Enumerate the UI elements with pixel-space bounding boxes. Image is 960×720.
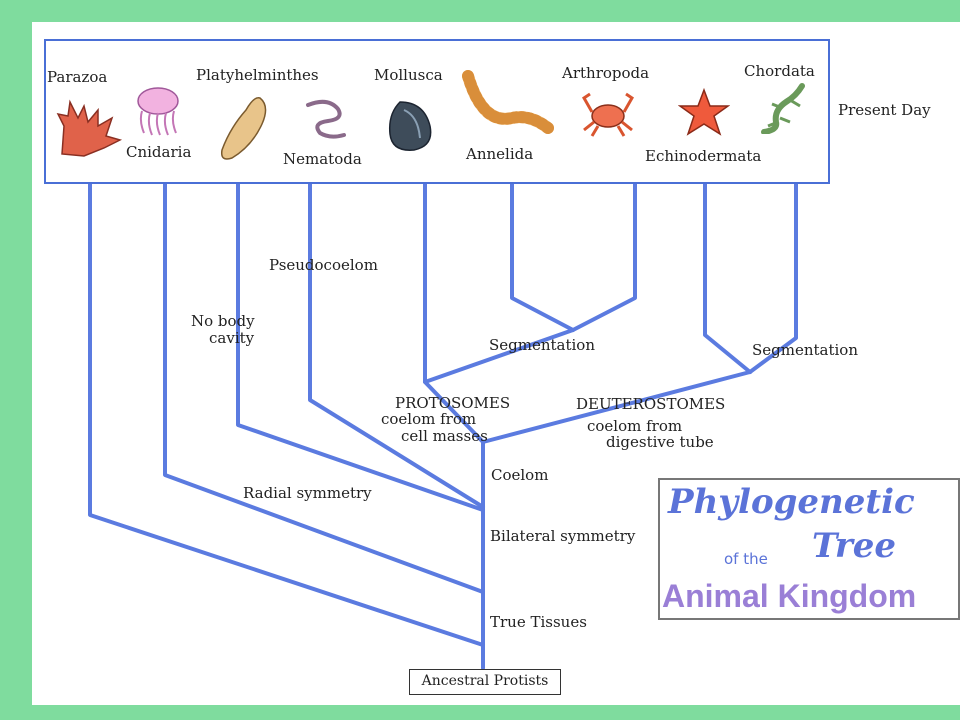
title-line-3: Tree xyxy=(812,526,897,566)
label-echinodermata: Echinodermata xyxy=(645,147,762,165)
label-protostomes-note-1: coelom from xyxy=(381,410,477,428)
branch-segmentation-protostome xyxy=(423,328,575,384)
label-chordata: Chordata xyxy=(744,62,815,80)
present-day-box xyxy=(44,39,830,184)
label-nematoda: Nematoda xyxy=(283,150,362,168)
label-annelida: Annelida xyxy=(466,145,534,163)
label-deuterostomes: DEUTEROSTOMES xyxy=(576,395,726,413)
label-protostomes: PROTOSOMES xyxy=(395,394,511,412)
segmented-worm-icon xyxy=(462,70,554,134)
flatworm-icon xyxy=(220,97,267,160)
label-present-day: Present Day xyxy=(838,101,931,119)
label-bilateral-symmetry: Bilateral symmetry xyxy=(490,527,636,545)
label-cavity: cavity xyxy=(209,329,255,347)
label-radial-symmetry: Radial symmetry xyxy=(243,484,372,502)
label-segmentation-protostome: Segmentation xyxy=(489,336,596,354)
label-segmentation-deuterostome: Segmentation xyxy=(752,341,859,359)
roundworm-icon xyxy=(306,99,346,139)
label-pseudocoelom: Pseudocoelom xyxy=(269,256,378,274)
crab-icon xyxy=(582,92,634,137)
sponge-icon xyxy=(56,99,123,157)
label-arthropoda: Arthropoda xyxy=(562,64,650,82)
label-coelom: Coelom xyxy=(491,466,549,484)
starfish-icon xyxy=(678,88,730,136)
label-deuterostomes-note-2: digestive tube xyxy=(606,433,714,451)
jellyfish-icon xyxy=(137,87,179,136)
title-line-4: Animal Kingdom xyxy=(662,578,917,614)
branch-echinodermata xyxy=(703,182,752,374)
label-protostomes-note-2: cell masses xyxy=(401,427,488,445)
title-line-1: Phylogenetic xyxy=(668,482,915,522)
branch-nematoda xyxy=(308,182,485,509)
branch-parazoa xyxy=(88,182,485,647)
branch-cnidaria xyxy=(163,182,485,594)
label-cnidaria: Cnidaria xyxy=(126,143,192,161)
branch-platyhelminthes xyxy=(236,182,485,512)
title-box: Phylogenetic of the Tree Animal Kingdom xyxy=(658,478,960,620)
label-no-body: No body xyxy=(191,312,255,330)
branch-deuterostome xyxy=(481,370,752,444)
lizard-icon xyxy=(761,83,805,134)
label-mollusca: Mollusca xyxy=(374,66,443,84)
title-line-2: of the xyxy=(724,550,768,568)
root-ancestral-protists: Ancestral Protists xyxy=(409,669,561,695)
label-deuterostomes-note-1: coelom from xyxy=(587,417,683,435)
branch-chordata xyxy=(748,182,798,374)
label-true-tissues: True Tissues xyxy=(490,613,587,631)
mussel-icon xyxy=(388,101,432,151)
branch-annelida xyxy=(510,182,575,332)
branch-arthropoda xyxy=(571,182,637,332)
label-platyhelminthes: Platyhelminthes xyxy=(196,66,319,84)
label-parazoa: Parazoa xyxy=(47,68,108,86)
